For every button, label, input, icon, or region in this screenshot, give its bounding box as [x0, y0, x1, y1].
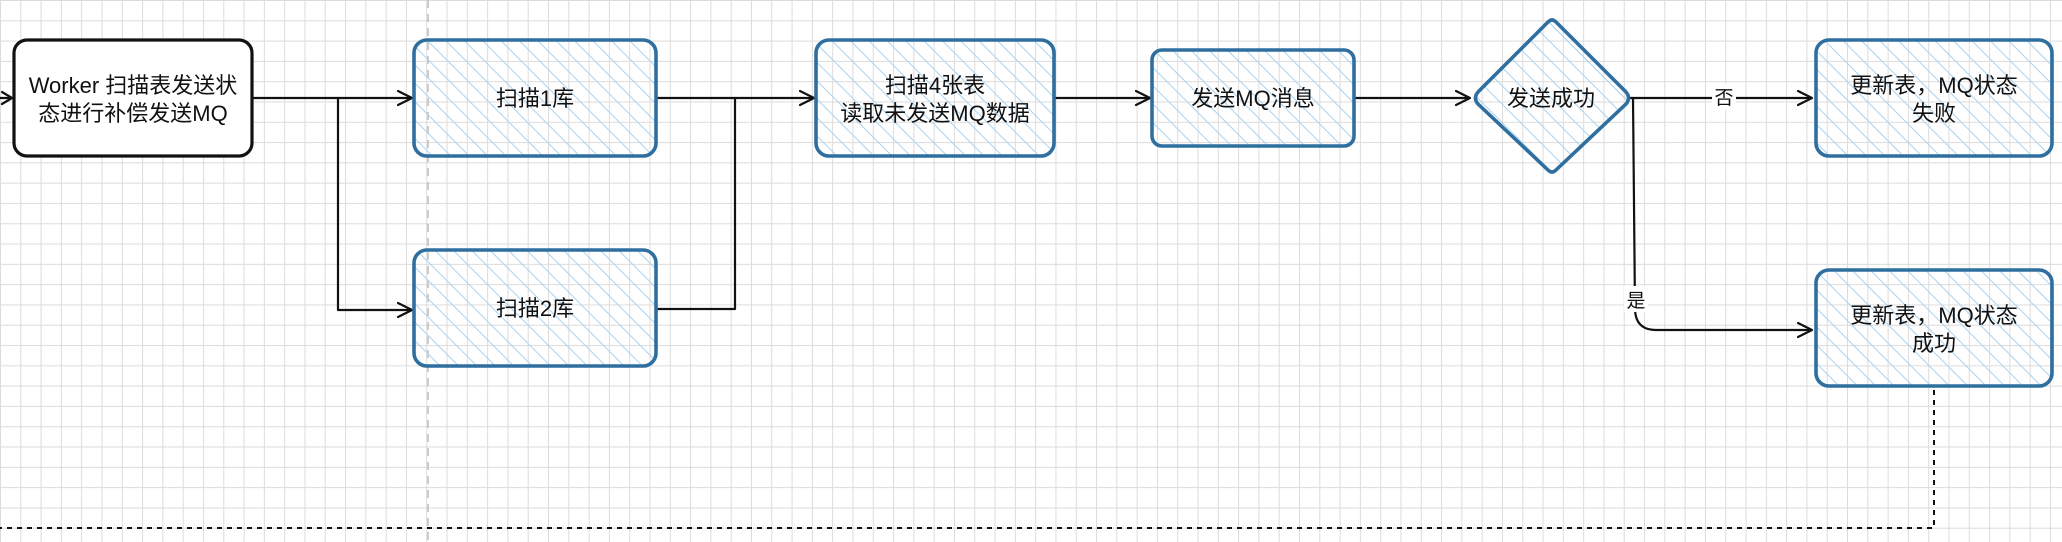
arrow-scan4-sendmq [1134, 89, 1152, 107]
arrow-scan1-scan4 [798, 89, 816, 107]
node-fail-line-1: 更新表，MQ状态 [1850, 73, 2017, 98]
edge-label-no: 否 [1714, 88, 1733, 109]
node-scan1[interactable]: 扫描1库 [412, 38, 658, 158]
node-send-mq-label: 发送MQ消息 [1191, 86, 1314, 111]
label-no-bg [1712, 84, 1736, 110]
edge-label-yes: 是 [1626, 291, 1645, 312]
node-decision[interactable]: 发送成功 [1473, 18, 1631, 174]
node-success-line-2: 成功 [1912, 331, 1956, 356]
arrow-decision-success [1796, 321, 1814, 339]
edge-decision-success [1631, 96, 1812, 332]
node-decision-label: 发送成功 [1507, 86, 1595, 111]
node-scan1-label: 扫描1库 [496, 86, 574, 111]
node-worker-line-1: Worker 扫描表发送状 [29, 73, 238, 98]
node-send-mq[interactable]: 发送MQ消息 [1150, 48, 1356, 148]
node-scan4-line-1: 扫描4张表 [885, 73, 985, 98]
node-scan2[interactable]: 扫描2库 [412, 248, 658, 368]
arrow-incoming-worker [0, 90, 14, 106]
arrow-worker-scan2 [396, 301, 414, 319]
node-success-line-1: 更新表，MQ状态 [1850, 303, 2017, 328]
arrow-sendmq-decision [1454, 89, 1472, 107]
arrow-worker-scan1 [396, 89, 414, 107]
edge-worker-scan2 [336, 96, 412, 312]
node-fail-line-2: 失败 [1912, 101, 1956, 126]
edge-scan2-scan4 [654, 96, 737, 311]
edge-loop-back [0, 390, 1935, 529]
node-scan4-line-2: 读取未发送MQ数据 [840, 101, 1029, 126]
label-yes-bg [1624, 286, 1648, 312]
node-worker-line-2: 态进行补偿发送MQ [38, 101, 227, 126]
node-worker[interactable]: Worker 扫描表发送状 态进行补偿发送MQ [12, 38, 254, 158]
arrow-decision-fail [1796, 89, 1814, 107]
node-scan2-label: 扫描2库 [496, 296, 574, 321]
node-scan4[interactable]: 扫描4张表 读取未发送MQ数据 [814, 38, 1056, 158]
node-fail[interactable]: 更新表，MQ状态 失败 [1814, 38, 2054, 158]
node-success[interactable]: 更新表，MQ状态 成功 [1814, 268, 2054, 388]
